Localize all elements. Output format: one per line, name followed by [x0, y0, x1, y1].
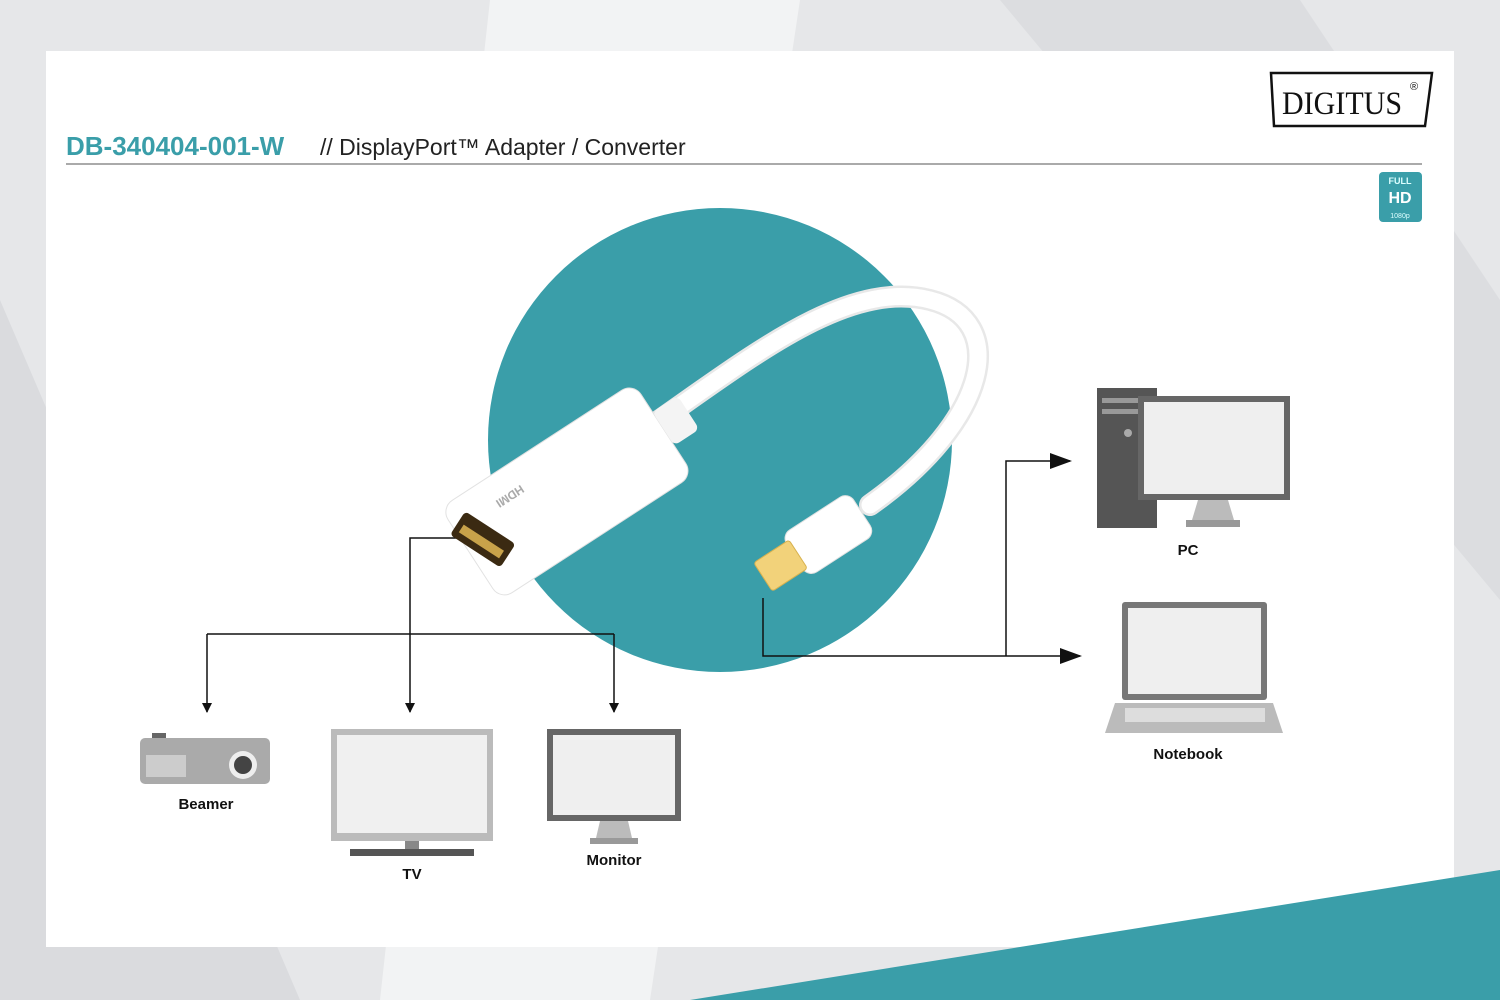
notebook-label: Notebook [1153, 746, 1223, 763]
hdmi-port [451, 512, 515, 566]
svg-text:FULL: FULL [1389, 176, 1412, 186]
notebook-icon [1105, 602, 1283, 733]
beamer-label: Beamer [178, 796, 233, 813]
svg-text:DIGITUS: DIGITUS [1282, 86, 1402, 122]
svg-text:1080p: 1080p [1390, 213, 1410, 220]
svg-text:®: ® [1410, 81, 1418, 93]
product-title: // DisplayPort™ Adapter / Converter [320, 134, 686, 160]
digitus-logo: DIGITUS ® [1269, 71, 1434, 128]
pc-icon [1097, 388, 1290, 528]
product-code: DB-340404-001-W [66, 131, 285, 161]
tv-label: TV [402, 866, 421, 883]
pc-label: PC [1178, 542, 1199, 559]
teal-wedge [690, 870, 1500, 1000]
displayport-hdmi-adapter: HDMI [445, 285, 989, 596]
connection-lines [202, 453, 1082, 713]
mini-displayport-plug [754, 495, 873, 591]
monitor-icon [547, 729, 681, 844]
beamer-icon [140, 733, 270, 784]
full-hd-badge: FULL HD 1080p [1379, 172, 1422, 222]
monitor-label: Monitor [587, 852, 642, 869]
tv-icon [331, 729, 493, 856]
svg-text:HD: HD [1388, 190, 1411, 207]
